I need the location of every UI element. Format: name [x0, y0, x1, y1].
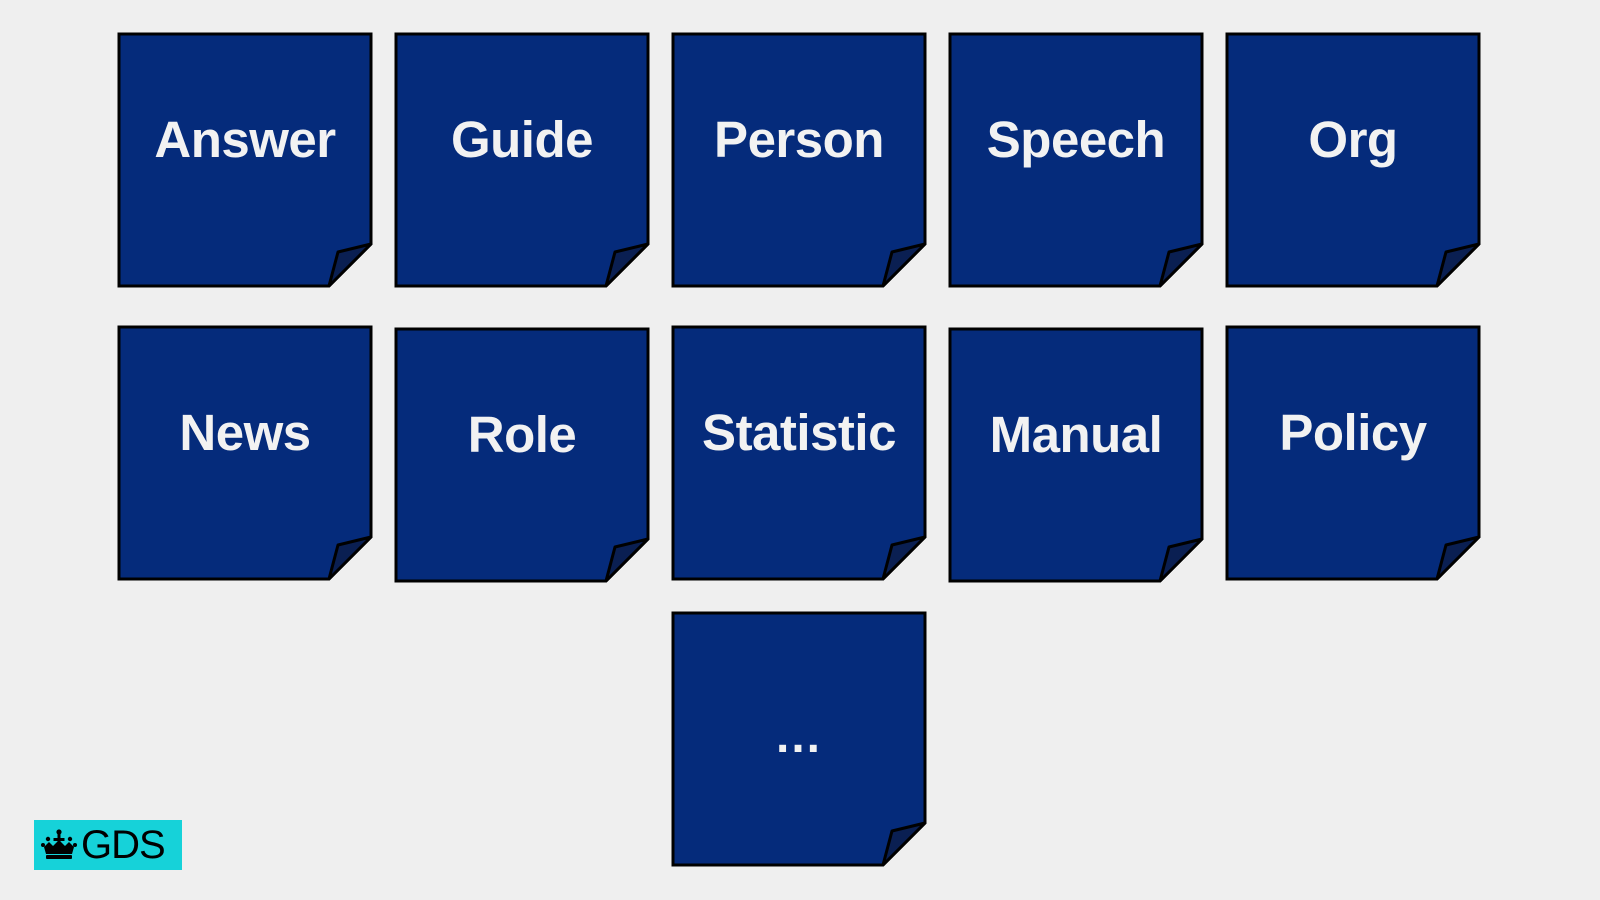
- note-person: Person: [671, 32, 927, 288]
- note-label: Manual: [989, 406, 1163, 463]
- sticky-note-shape: [671, 611, 927, 867]
- note-org: Org: [1225, 32, 1481, 288]
- sticky-note-shape: [117, 32, 373, 288]
- sticky-note-shape: [671, 325, 927, 581]
- sticky-note-shape: [671, 32, 927, 288]
- note-label: News: [179, 404, 311, 461]
- note-manual: Manual: [948, 327, 1204, 583]
- sticky-note-shape: [1225, 32, 1481, 288]
- note-news: News: [117, 325, 373, 581]
- sticky-note-shape: [948, 32, 1204, 288]
- note-statistic: Statistic: [671, 325, 927, 581]
- gds-logo: GDS: [34, 820, 182, 870]
- sticky-note-shape: [117, 325, 373, 581]
- note-label: Guide: [450, 111, 594, 168]
- note-policy: Policy: [1225, 325, 1481, 581]
- note-label: Org: [1308, 111, 1398, 168]
- note-answer: Answer: [117, 32, 373, 288]
- sticky-note-shape: [394, 327, 650, 583]
- crown-icon: [41, 829, 77, 859]
- note-label: Answer: [154, 111, 336, 168]
- note-label: ...: [775, 710, 822, 763]
- note-guide: Guide: [394, 32, 650, 288]
- note-label: Policy: [1279, 404, 1427, 461]
- sticky-note-shape: [948, 327, 1204, 583]
- sticky-note-shape: [394, 32, 650, 288]
- sticky-note-shape: [1225, 325, 1481, 581]
- note-more: ...: [671, 611, 927, 867]
- note-label: Role: [467, 406, 577, 463]
- note-speech: Speech: [948, 32, 1204, 288]
- logo-text: GDS: [81, 823, 166, 867]
- note-role: Role: [394, 327, 650, 583]
- note-label: Speech: [986, 111, 1166, 168]
- note-label: Person: [714, 111, 884, 168]
- note-label: Statistic: [702, 404, 896, 461]
